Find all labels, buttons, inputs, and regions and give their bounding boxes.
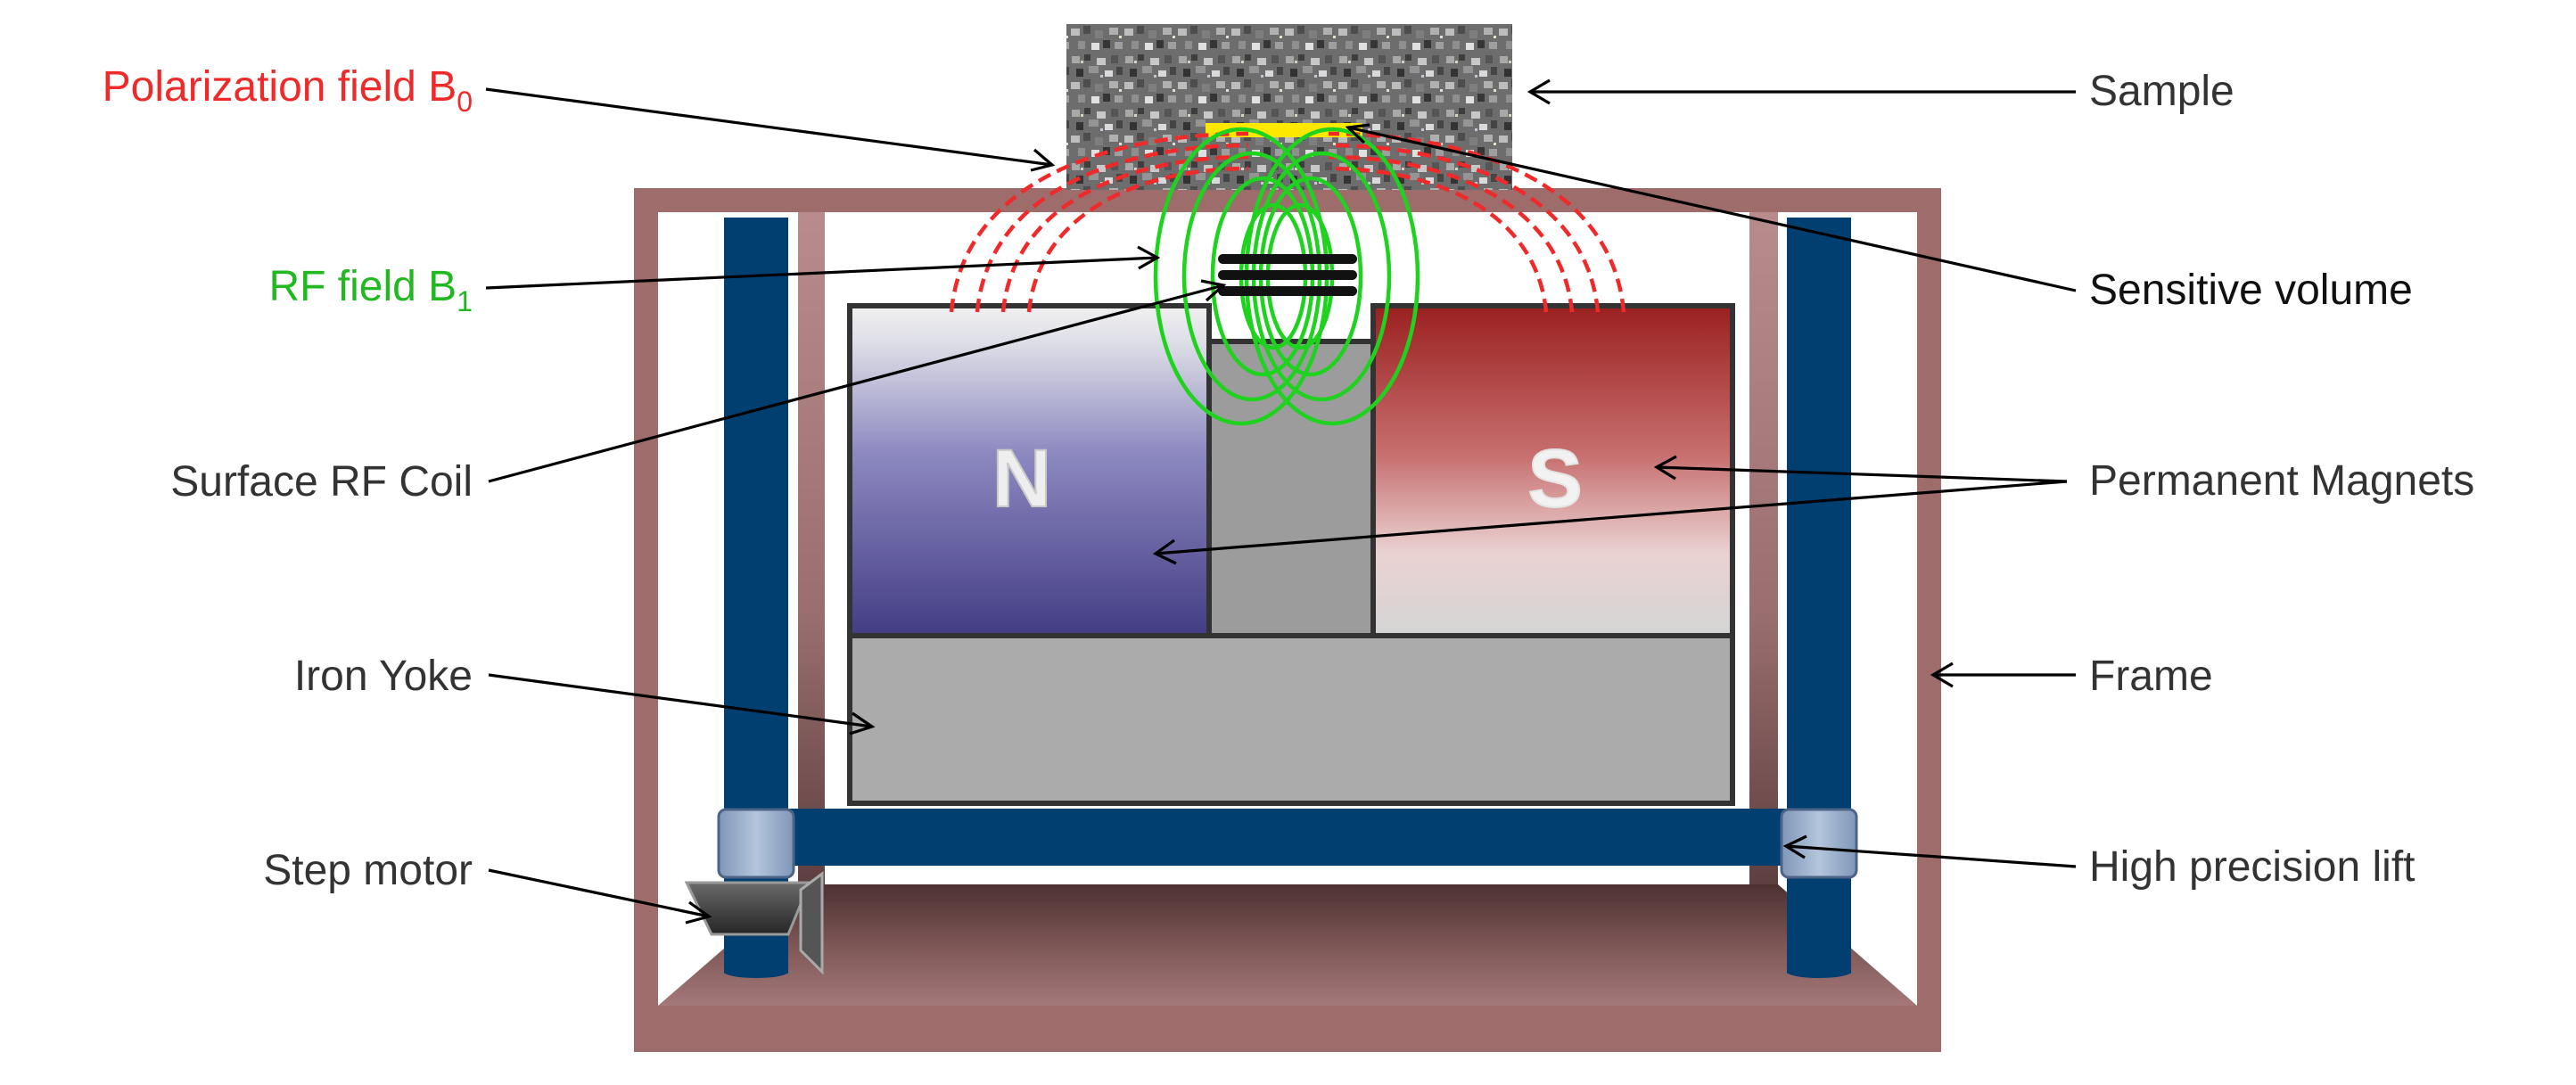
high-precision-lift (717, 218, 1858, 978)
surface-rf-coil-label: Surface RF Coil (170, 458, 473, 506)
arrowhead (849, 711, 876, 736)
arrowhead (1030, 148, 1056, 172)
arrow-rf-field (485, 256, 1158, 290)
step-motor-shaft (799, 871, 824, 975)
frame-inner-right-post (1749, 212, 1778, 885)
b0-line (949, 131, 1249, 313)
arrowhead (1137, 245, 1161, 270)
arrow-polarization (485, 87, 1053, 167)
arrow-magnet-north (1155, 480, 2068, 555)
b0-line (1328, 131, 1626, 313)
arrowhead (1653, 455, 1677, 481)
arrowhead (1345, 123, 1370, 144)
arrow-magnet-south (1656, 465, 2068, 483)
south-magnet (1370, 303, 1735, 638)
arrowhead (1782, 834, 1807, 859)
b0-field-lines (949, 131, 1626, 313)
high-precision-lift-label: High precision lift (2089, 843, 2415, 891)
rf-field-subscript: 1 (457, 285, 473, 317)
frame-floor (658, 884, 1917, 1006)
b0-line (1328, 166, 1549, 313)
rf-field-label: RF field B1 (268, 263, 473, 317)
arrowhead (1152, 538, 1177, 565)
sample (1066, 24, 1512, 190)
north-label: N (992, 433, 1051, 524)
arrow-iron-yoke (488, 673, 873, 728)
step-motor-label: Step motor (263, 847, 473, 894)
polarization-field-subscript: 0 (457, 86, 473, 118)
left-labels: Polarization field B0 RF field B1 Surfac… (103, 63, 473, 894)
lift-right-sleeve (1780, 808, 1858, 879)
b0-line (1328, 154, 1575, 313)
polarization-field-label: Polarization field B0 (103, 63, 473, 118)
step-motor (684, 871, 824, 975)
north-magnet (847, 303, 1212, 638)
b0-line (975, 143, 1249, 313)
sample-label: Sample (2089, 68, 2234, 115)
surface-rf-coil (1218, 254, 1357, 296)
iron-yoke-label: Iron Yoke (294, 653, 473, 700)
sensitive-volume-label: Sensitive volume (2089, 267, 2413, 314)
arrow-lift (1785, 844, 2077, 868)
rf-coil-bar (1218, 286, 1357, 296)
polarization-field-text: Polarization field B (103, 63, 457, 111)
permanent-magnets-label: Permanent Magnets (2089, 457, 2474, 505)
rf-coil-bar (1218, 270, 1357, 280)
lift-left-sleeve (717, 808, 795, 879)
magnet-assembly: N S (847, 303, 1735, 806)
frame-label: Frame (2089, 653, 2213, 700)
arrowhead (1200, 279, 1227, 302)
arrowhead (685, 900, 712, 925)
lift-left-column-base (724, 966, 788, 978)
sample-block (1066, 24, 1512, 190)
arrowhead (1930, 662, 1954, 688)
leader-arrows (485, 78, 2077, 925)
south-label: S (1527, 433, 1582, 524)
rf-coil-bar (1218, 254, 1357, 264)
arrow-sensitive-volume (1347, 126, 2077, 292)
right-labels: Sample Sensitive volume Permanent Magnet… (2089, 68, 2474, 891)
lift-platform (758, 809, 1817, 866)
rf-field-text: RF field B (268, 263, 457, 310)
b0-line (1026, 166, 1249, 313)
arrow-rf-coil (488, 284, 1224, 483)
b0-line (1000, 154, 1249, 313)
arrowhead (1527, 78, 1551, 105)
arrow-step-motor (488, 868, 710, 918)
frame-inner-left-post (798, 212, 825, 885)
lift-right-column-base (1787, 966, 1851, 978)
iron-yoke (847, 633, 1735, 806)
b0-line (1328, 143, 1601, 313)
